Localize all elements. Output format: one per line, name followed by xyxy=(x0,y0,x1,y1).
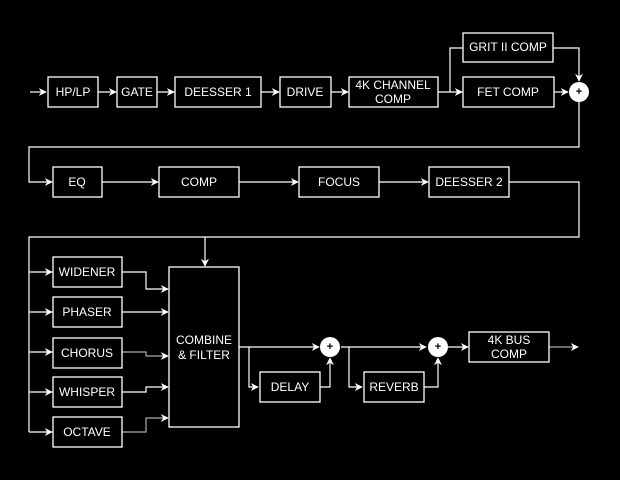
whisper-block[interactable]: WHISPER xyxy=(52,376,123,408)
bus-comp-label-2: COMP xyxy=(491,347,527,361)
reverb-label: REVERB xyxy=(369,380,418,394)
octave-label: OCTAVE xyxy=(63,425,111,439)
reverb-block[interactable]: REVERB xyxy=(363,371,425,403)
plus-icon: + xyxy=(327,341,333,353)
focus-block[interactable]: FOCUS xyxy=(298,166,380,198)
deesser1-label: DEESSER 1 xyxy=(184,85,252,99)
deesser2-label: DEESSER 2 xyxy=(435,175,503,189)
combine-label-1: COMBINE xyxy=(176,333,232,347)
phaser-block[interactable]: PHASER xyxy=(52,296,123,328)
chorus-block[interactable]: CHORUS xyxy=(52,337,123,369)
focus-label: FOCUS xyxy=(318,175,360,189)
comp-block[interactable]: COMP xyxy=(158,166,240,198)
drive-block[interactable]: DRIVE xyxy=(279,76,332,108)
fet-comp-block[interactable]: FET COMP xyxy=(462,76,555,108)
sum-node-1: + xyxy=(569,82,589,102)
channel-comp-block[interactable]: 4K CHANNEL COMP xyxy=(348,76,439,108)
deesser1-block[interactable]: DEESSER 1 xyxy=(174,76,262,108)
plus-icon: + xyxy=(576,86,582,98)
chorus-label: CHORUS xyxy=(61,346,113,360)
whisper-label: WHISPER xyxy=(59,385,115,399)
fx-wires xyxy=(122,271,169,433)
grit-comp-block[interactable]: GRIT II COMP xyxy=(462,32,554,63)
combine-filter-block[interactable]: COMBINE & FILTER xyxy=(168,266,240,428)
widener-label: WIDENER xyxy=(59,265,116,279)
bus-comp-block[interactable]: 4K BUS COMP xyxy=(468,331,550,363)
fet-comp-label: FET COMP xyxy=(477,85,539,99)
comp-label: COMP xyxy=(181,175,217,189)
widener-block[interactable]: WIDENER xyxy=(52,256,123,288)
combine-label-2: & FILTER xyxy=(178,348,230,362)
delay-block[interactable]: DELAY xyxy=(259,371,321,403)
sum-node-3: + xyxy=(428,337,448,357)
bus-comp-label-1: 4K BUS xyxy=(488,333,531,347)
gate-block[interactable]: GATE xyxy=(116,76,158,108)
sum-node-2: + xyxy=(320,337,340,357)
eq-block[interactable]: EQ xyxy=(52,166,103,198)
deesser2-block[interactable]: DEESSER 2 xyxy=(428,166,510,198)
octave-block[interactable]: OCTAVE xyxy=(52,416,123,448)
grit-comp-label: GRIT II COMP xyxy=(469,40,547,54)
eq-label: EQ xyxy=(68,175,85,189)
row1-wires xyxy=(28,47,583,186)
channel-comp-label-2: COMP xyxy=(375,92,411,106)
phaser-label: PHASER xyxy=(62,305,112,319)
hp-lp-block[interactable]: HP/LP xyxy=(47,76,99,108)
gate-label: GATE xyxy=(121,85,153,99)
hp-lp-label: HP/LP xyxy=(56,85,91,99)
delay-label: DELAY xyxy=(271,380,309,394)
drive-label: DRIVE xyxy=(287,85,324,99)
plus-icon: + xyxy=(435,341,441,353)
row2-wires xyxy=(28,178,580,436)
channel-comp-label-1: 4K CHANNEL xyxy=(355,78,431,92)
output-wires xyxy=(239,343,579,391)
